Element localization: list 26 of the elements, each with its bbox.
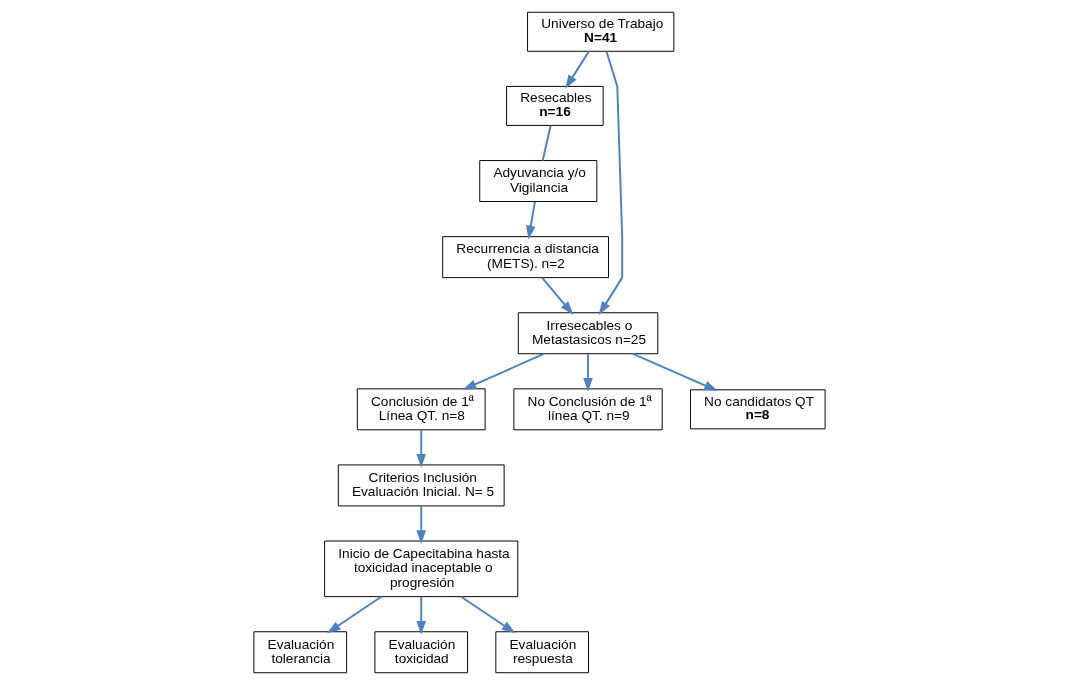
arrow [598, 50, 624, 316]
arrow [632, 352, 718, 391]
arrow [326, 595, 383, 634]
node-box: Irresecables o Metastasicos n=25 [517, 312, 659, 355]
arrow [583, 353, 593, 392]
node-box: Inicio de Capecitabina hasta toxicidad inaceptable o progresión [324, 540, 519, 598]
node-box: No candidatos QT n=8 [690, 389, 826, 430]
arrow [416, 429, 426, 468]
arrow [526, 200, 536, 240]
node-box: Resecables n=16 [506, 85, 604, 126]
arrow [565, 50, 590, 89]
node-box: Adyuvancia y/o Vigilancia [479, 160, 598, 202]
arrow [416, 505, 426, 544]
arrow [416, 595, 426, 635]
arrow [462, 352, 545, 390]
node-box: Evaluación respuesta [495, 631, 589, 674]
node-box: No Conclusión de 1ª línea QT. n=9 [513, 388, 663, 431]
connector [541, 124, 552, 162]
node-box: Criterios Inclusión Evaluación Inicial. N= 5 [337, 464, 505, 507]
arrow [541, 277, 574, 315]
node-box: Universo de Trabajo N=41 [527, 11, 675, 52]
node-box: Conclusión de 1ª Línea QT. n=8 [356, 388, 486, 431]
node-box: Evaluación tolerancia [253, 631, 348, 674]
node-box: Evaluación toxicidad [374, 631, 469, 674]
node-box: Recurrencia a distancia (METS). n=2 [442, 236, 609, 279]
arrow [460, 595, 516, 634]
